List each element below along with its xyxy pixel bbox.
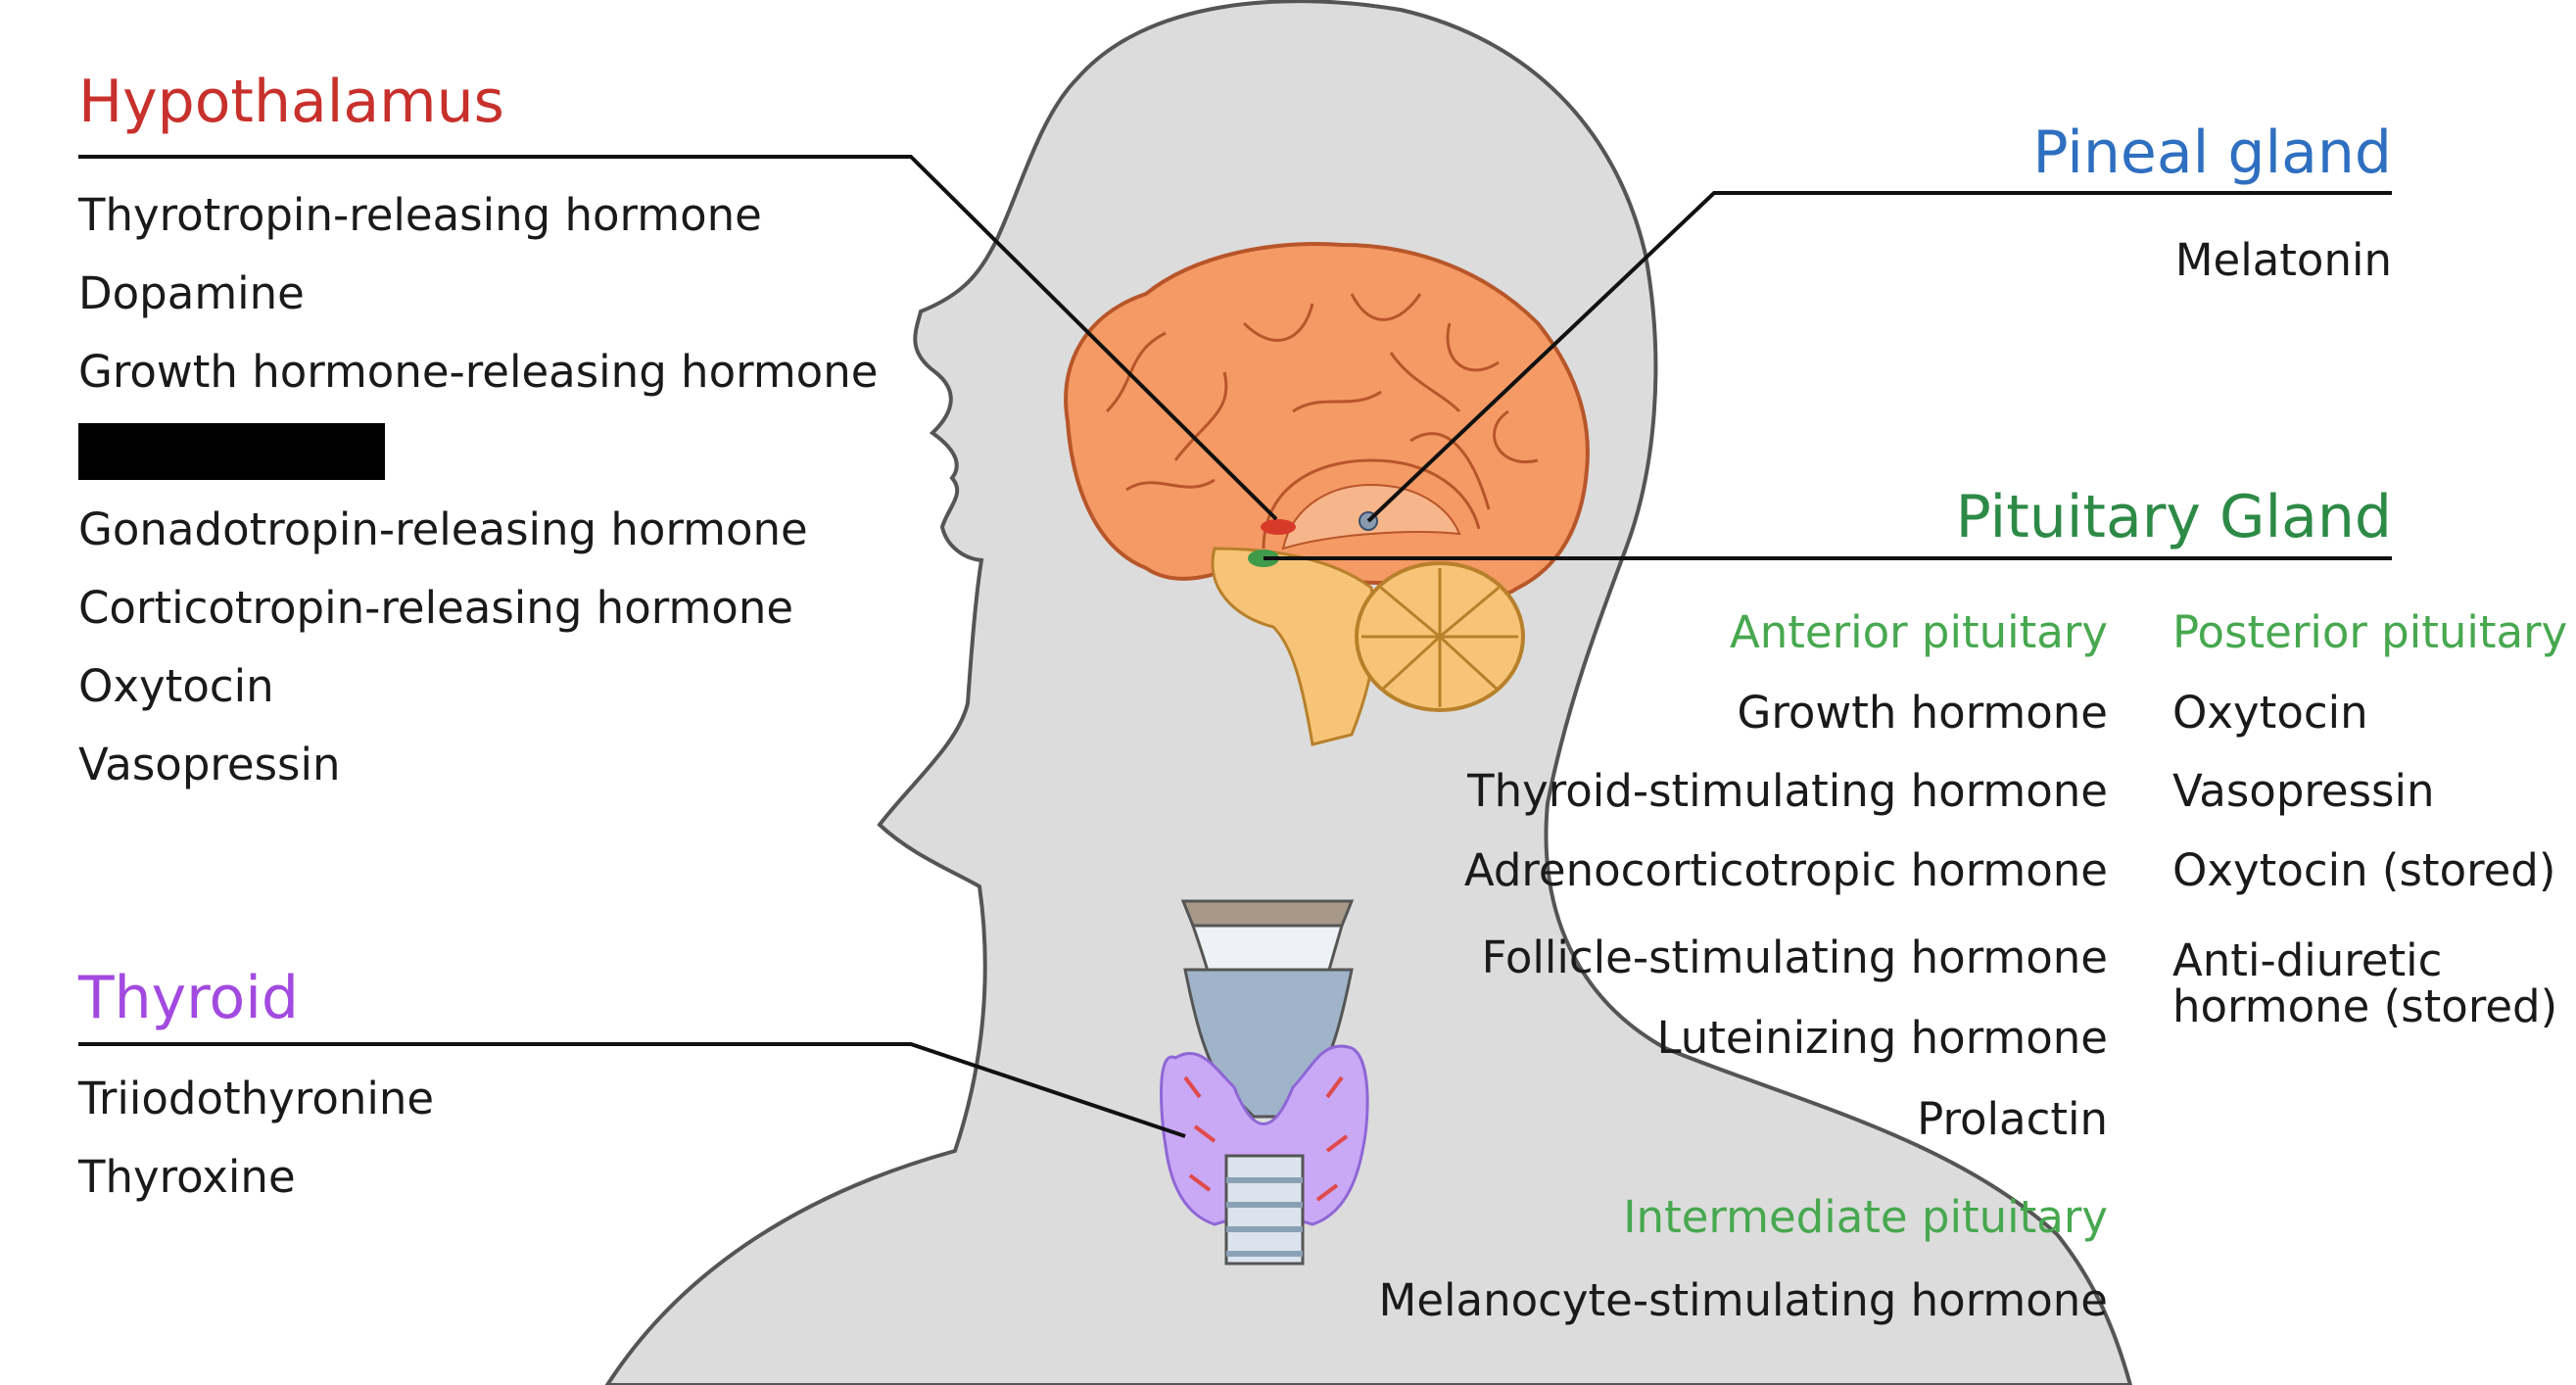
hyoid-cartilage: [1180, 899, 1355, 928]
anterior-item-4: Follicle-stimulating hormone: [1481, 931, 2108, 983]
cerebellum-rays: [1361, 568, 1518, 707]
hypothalamus-marker: [1261, 519, 1296, 535]
hypothalamus-item-6: Oxytocin: [78, 660, 274, 712]
trachea-rings: [1226, 1177, 1303, 1257]
redacted-item: [78, 423, 385, 480]
posterior-item-1: Oxytocin: [2172, 687, 2368, 739]
posterior-item-2: Vasopressin: [2172, 765, 2435, 817]
brainstem: [1211, 547, 1377, 746]
hypothalamus-item-2: Dopamine: [78, 267, 305, 319]
posterior-item-4: Anti-diuretic: [2172, 934, 2443, 986]
silhouette-shape: [604, 0, 2133, 1385]
thyroid-leader-line: [78, 1042, 1186, 1138]
pineal-leader-line: [1366, 191, 2392, 523]
trachea: [1224, 1154, 1305, 1266]
thyroid-item-1: Triiodothyronine: [78, 1073, 435, 1124]
posterior-pituitary-title: Posterior pituitary: [2172, 606, 2568, 658]
intermediate-item-1: Melanocyte-stimulating hormone: [1378, 1274, 2108, 1326]
thyroid-item-2: Thyroxine: [78, 1151, 296, 1203]
pineal-title: Pineal gland: [2032, 119, 2392, 187]
brain-cerebrum: [1064, 242, 1590, 601]
intermediate-pituitary-title: Intermediate pituitary: [1623, 1191, 2108, 1243]
hypothalamus-item-1: Thyrotropin-releasing hormone: [78, 189, 762, 241]
hypothalamus-item-5: Corticotropin-releasing hormone: [78, 582, 794, 634]
anterior-item-6: Prolactin: [1917, 1093, 2108, 1145]
hypothalamus-item-4: Gonadotropin-releasing hormone: [78, 503, 808, 555]
anterior-pituitary-title: Anterior pituitary: [1729, 606, 2108, 658]
brain-inner-arc: [1262, 458, 1481, 549]
hypothalamus-title: Hypothalamus: [78, 68, 504, 136]
thyroid-vessels: [1183, 1075, 1349, 1202]
thyroid-gland: [1160, 1044, 1369, 1226]
anterior-item-5: Luteinizing hormone: [1656, 1012, 2108, 1064]
anterior-item-1: Growth hormone: [1737, 687, 2108, 739]
posterior-item-5: hormone (stored): [2172, 980, 2558, 1032]
hypothalamus-item-7: Vasopressin: [78, 739, 341, 790]
pineal-item-1: Melatonin: [2174, 234, 2392, 286]
thyroid-title: Thyroid: [78, 964, 299, 1032]
anterior-item-3: Adrenocorticotropic hormone: [1463, 844, 2108, 896]
hypothalamus-item-3: Growth hormone-releasing hormone: [78, 346, 879, 398]
hypothalamus-leader-line: [78, 155, 1278, 521]
pituitary-title: Pituitary Gland: [1955, 483, 2392, 551]
anterior-item-2: Thyroid-stimulating hormone: [1467, 765, 2108, 817]
posterior-item-3: Oxytocin (stored): [2172, 844, 2556, 896]
